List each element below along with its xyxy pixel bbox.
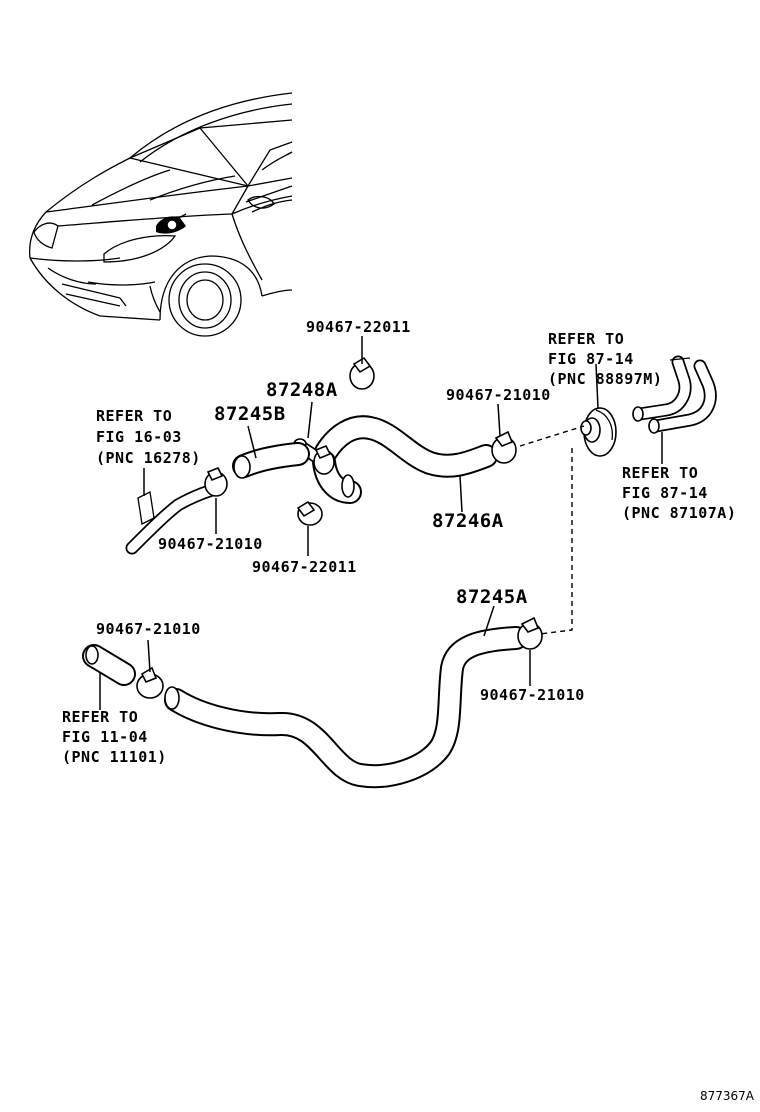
label-87246a: 87246A (432, 510, 504, 532)
ref-line-2: FIG 87-14 (622, 484, 708, 502)
hose-87246a (312, 415, 498, 504)
ref-line-1: REFER TO (622, 464, 698, 482)
ref-line-1: REFER TO (62, 708, 138, 726)
leader-lines (99, 336, 663, 710)
label-90467-21010-lower-left: 90467-21010 (96, 620, 201, 638)
clamp-90467-21010-lower-left (136, 666, 164, 699)
label-90467-21010-upper-left: 90467-21010 (158, 535, 263, 553)
reference-fig-16-03: REFER TO FIG 16-03 (PNC 16278) (96, 407, 201, 467)
clamp-90467-21010-upper-left (204, 466, 228, 497)
heater-grommet (580, 407, 617, 457)
label-90467-22011-bottom: 90467-22011 (252, 558, 357, 576)
heater-pipes (632, 355, 717, 434)
label-90467-21010-lower-right: 90467-21010 (480, 686, 585, 704)
ref-line-3: (PNC 87107A) (622, 504, 736, 522)
ref-line-2: FIG 87-14 (548, 350, 634, 368)
hose-87245a (164, 626, 528, 789)
routing-dash-upper (519, 425, 585, 447)
figure-code: 877367A (700, 1089, 755, 1103)
ref-line-1: REFER TO (96, 407, 172, 425)
ref-line-3: (PNC 16278) (96, 449, 201, 467)
label-87245b: 87245B (214, 403, 286, 425)
ref-line-2: FIG 11-04 (62, 728, 148, 746)
ref-line-3: (PNC 88897M) (548, 370, 662, 388)
clamp-90467-22011-bottom (296, 500, 323, 526)
clamp-90467-21010-lower-right (517, 616, 543, 650)
clamp-mid-union (313, 444, 335, 475)
clamp-90467-21010-upper-right (491, 430, 517, 464)
reference-fig-87-14-top: REFER TO FIG 87-14 (PNC 88897M) (548, 330, 662, 388)
label-87245a: 87245A (456, 586, 528, 608)
label-90467-21010-upper-right: 90467-21010 (446, 386, 551, 404)
ref-line-2: FIG 16-03 (96, 428, 182, 446)
label-87248a: 87248A (266, 379, 338, 401)
car-location-illustration (28, 92, 293, 337)
ref-line-1: REFER TO (548, 330, 624, 348)
pipe-left (125, 483, 219, 555)
reference-fig-87-14-right: REFER TO FIG 87-14 (PNC 87107A) (622, 464, 736, 522)
hose-87245b (232, 442, 310, 479)
label-90467-22011-top: 90467-22011 (306, 318, 411, 336)
ref-line-3: (PNC 11101) (62, 748, 167, 766)
engine-pipe (82, 644, 136, 686)
reference-fig-11-04: REFER TO FIG 11-04 (PNC 11101) (62, 708, 167, 766)
routing-dash-vertical (539, 448, 573, 635)
